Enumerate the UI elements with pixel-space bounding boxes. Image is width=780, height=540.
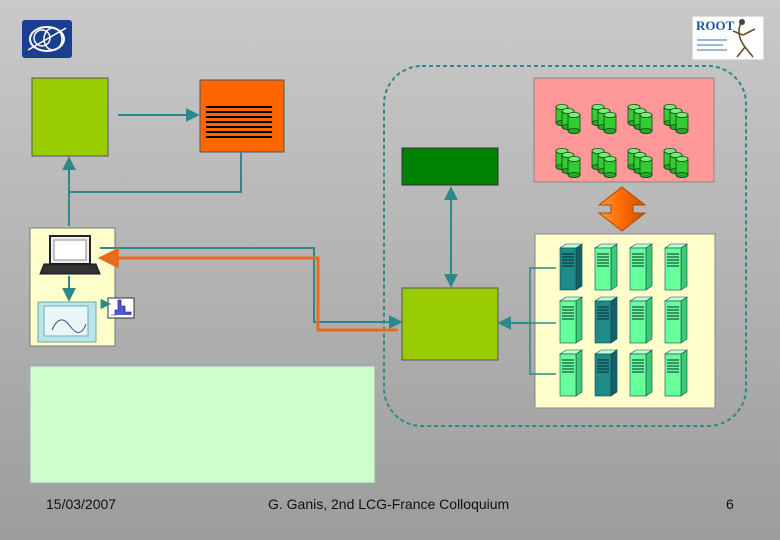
root-logo: ROOT [692, 16, 764, 60]
footer-date: 15/03/2007 [46, 496, 117, 512]
server-icon [594, 243, 618, 291]
server-icon [559, 296, 583, 344]
output-screenshot-icon [37, 301, 97, 343]
root-logo-text: ROOT [696, 18, 735, 33]
cluster-boundary [383, 65, 747, 427]
worker-servers [559, 243, 688, 397]
disk-stack-icon [663, 147, 689, 178]
dataset-catalog-box [401, 147, 499, 186]
server-icon [629, 349, 653, 397]
server-icon [629, 296, 653, 344]
disk-stack-icon [627, 104, 653, 134]
disk-stack-icon [663, 104, 689, 134]
proof-master-box [401, 287, 499, 361]
disk-stack-icon [591, 147, 617, 178]
disk-stack-icon [555, 147, 581, 178]
footer-author: G. Ganis, 2nd LCG-France Colloquium [268, 496, 510, 512]
storage-farm-double-arrow [597, 186, 647, 232]
connection-laptop-master-teal [100, 247, 403, 329]
disk-stack-icon [555, 104, 581, 134]
disk-stacks [555, 104, 689, 178]
histogram-icon [107, 297, 135, 319]
arrow-catalog-to-client [69, 152, 242, 193]
description-text-box [29, 365, 376, 484]
laptop-icon [39, 235, 101, 275]
catalog-document-box [199, 79, 285, 153]
server-active-icon [594, 296, 618, 344]
server-icon [629, 243, 653, 291]
client-macro-box [31, 77, 109, 157]
disk-stack-icon [591, 104, 617, 134]
cern-logo [22, 20, 72, 58]
server-icon [664, 349, 688, 397]
server-active-icon [594, 349, 618, 397]
farm-bus [529, 267, 556, 375]
connection-master-laptop-orange [97, 247, 398, 332]
server-icon [664, 296, 688, 344]
server-active-icon [559, 243, 583, 291]
disk-stack-icon [627, 147, 653, 178]
footer-page-number: 6 [726, 496, 734, 512]
server-icon [559, 349, 583, 397]
server-icon [664, 243, 688, 291]
